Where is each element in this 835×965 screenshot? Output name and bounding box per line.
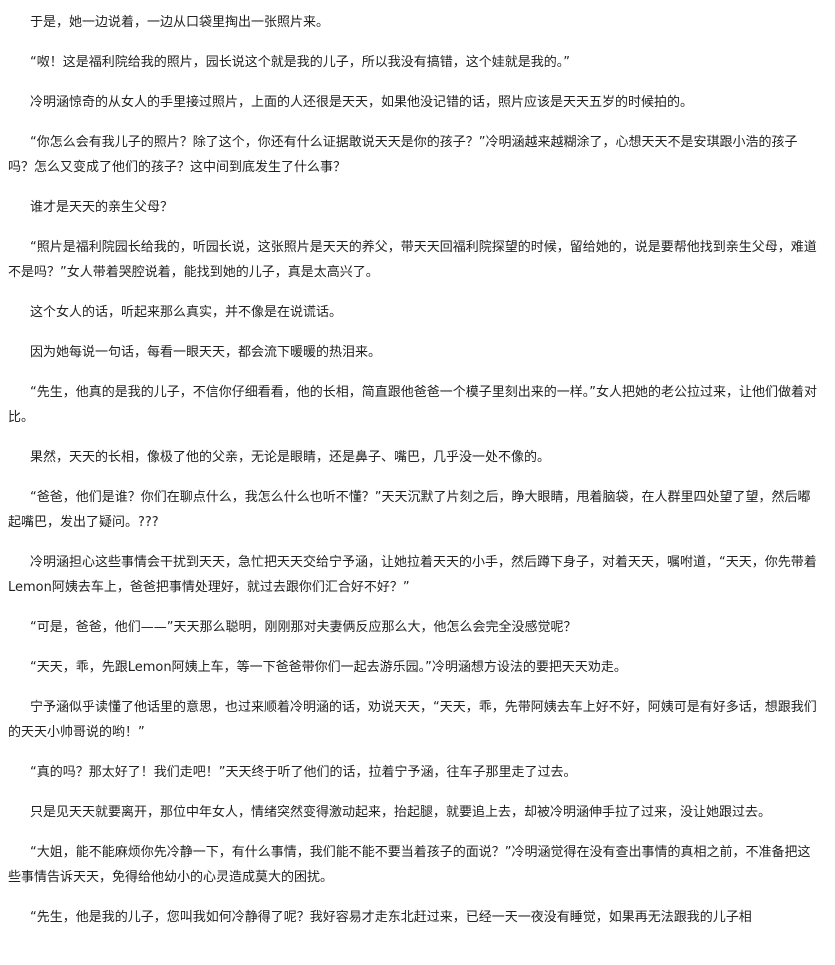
paragraph: 宁予涵似乎读懂了他话里的意思，也过来顺着冷明涵的话，劝说天天，“天天，乖，先带阿… bbox=[8, 700, 817, 740]
article-body: 于是，她一边说着，一边从口袋里掏出一张照片来。 “呶！这是福利院给我的照片，园长… bbox=[8, 15, 817, 925]
paragraph: “先生，他真的是我的儿子，不信你仔细看看，他的长相，简直跟他爸爸一个模子里刻出来… bbox=[8, 385, 817, 425]
paragraph: “天天，乖，先跟Lemon阿姨上车，等一下爸爸带你们一起去游乐园。”冷明涵想方设… bbox=[30, 660, 627, 675]
paragraph: “爸爸，他们是谁？你们在聊点什么，我怎么什么也听不懂？”天天沉默了片刻之后，睁大… bbox=[8, 490, 811, 530]
paragraph: 冷明涵惊奇的从女人的手里接过照片，上面的人还很是天天，如果他没记错的话，照片应该… bbox=[30, 95, 694, 110]
paragraph: 这个女人的话，听起来那么真实，并不像是在说谎话。 bbox=[30, 305, 343, 320]
paragraph: “你怎么会有我儿子的照片？除了这个，你还有什么证据敢说天天是你的孩子？”冷明涵越… bbox=[8, 135, 798, 175]
paragraph: 只是见天天就要离开，那位中年女人，情绪突然变得激动起来，抬起腿，就要追上去，却被… bbox=[30, 805, 772, 820]
paragraph: 因为她每说一句话，每看一眼天天，都会流下暖暖的热泪来。 bbox=[30, 345, 382, 360]
paragraph: “照片是福利院园长给我的，听园长说，这张照片是天天的养父，带天天回福利院探望的时… bbox=[8, 240, 817, 280]
paragraph: “呶！这是福利院给我的照片，园长说这个就是我的儿子，所以我没有搞错，这个娃就是我… bbox=[30, 55, 570, 70]
paragraph: “真的吗？那太好了！我们走吧！”天天终于听了他们的话，拉着宁予涵，往车子那里走了… bbox=[30, 765, 577, 780]
paragraph: 于是，她一边说着，一边从口袋里掏出一张照片来。 bbox=[30, 15, 330, 30]
paragraph: “大姐，能不能麻烦你先冷静一下，有什么事情，我们能不能不要当着孩子的面说？”冷明… bbox=[8, 845, 811, 885]
paragraph: 谁才是天天的亲生父母？ bbox=[30, 200, 174, 215]
paragraph: “可是，爸爸，他们——”天天那么聪明，刚刚那对夫妻俩反应那么大，他怎么会完全没感… bbox=[30, 620, 577, 635]
paragraph: 冷明涵担心这些事情会干扰到天天，急忙把天天交给宁予涵，让她拉着天天的小手，然后蹲… bbox=[8, 555, 817, 595]
paragraph: “先生，他是我的儿子，您叫我如何冷静得了呢？我好容易才走东北赶过来，已经一天一夜… bbox=[30, 910, 752, 925]
paragraph: 果然，天天的长相，像极了他的父亲，无论是眼睛，还是鼻子、嘴巴，几乎没一处不像的。 bbox=[30, 450, 551, 465]
